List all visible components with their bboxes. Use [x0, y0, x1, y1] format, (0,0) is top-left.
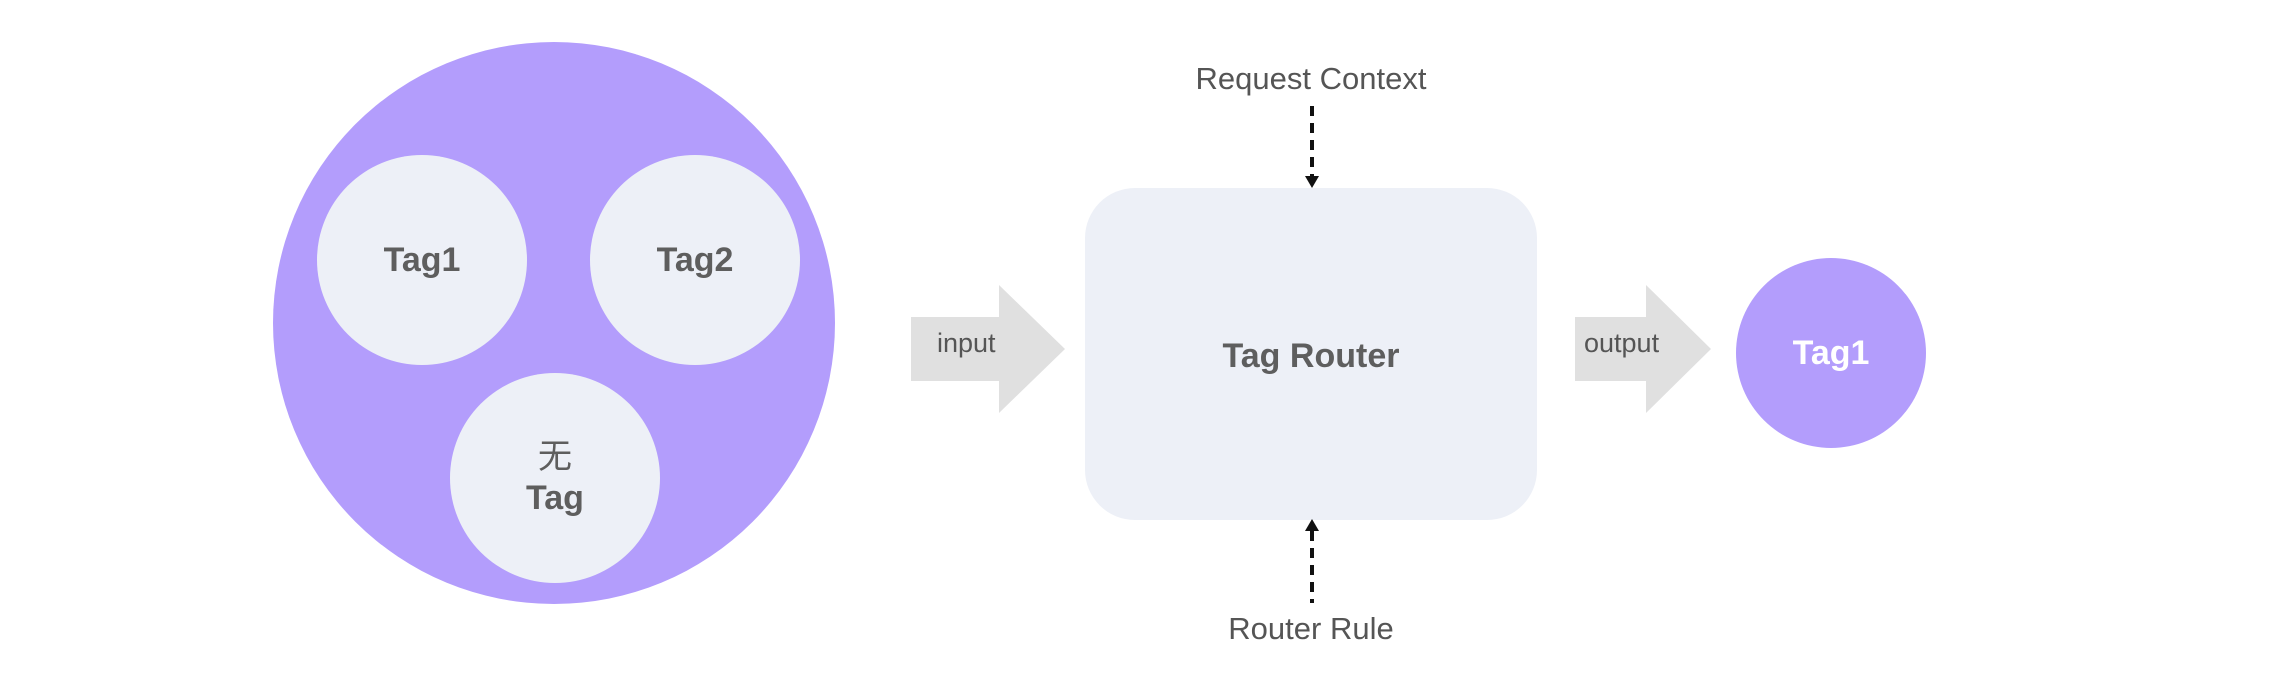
- output-arrow-label: output: [1584, 328, 1660, 358]
- no-tag-circle: 无 Tag: [450, 373, 660, 583]
- input-arrow-label: input: [937, 328, 996, 358]
- output-arrow: output: [1575, 285, 1711, 413]
- no-tag-label-line2: Tag: [526, 479, 584, 517]
- request-context-dashed-arrow: [1305, 106, 1319, 188]
- tag-router-box: Tag Router: [1085, 188, 1537, 520]
- tag2-circle: Tag2: [590, 155, 800, 365]
- tag1-label: Tag1: [383, 240, 461, 279]
- input-arrow: input: [911, 285, 1065, 413]
- router-rule-dashed-arrow: [1305, 519, 1319, 603]
- output-arrow-polygon: [1575, 285, 1711, 413]
- output-tag1-circle: Tag1: [1736, 258, 1926, 448]
- tag-router-title: Tag Router: [1222, 336, 1400, 375]
- no-tag-label-line1: 无: [538, 438, 572, 477]
- input-arrow-shape: [911, 285, 1065, 413]
- output-arrow-shape: [1575, 285, 1711, 413]
- input-arrow-polygon: [911, 285, 1065, 413]
- output-tag1-label: Tag1: [1792, 333, 1870, 372]
- router-rule-label: Router Rule: [1228, 611, 1394, 646]
- request-context-label: Request Context: [1195, 61, 1427, 96]
- tag1-circle: Tag1: [317, 155, 527, 365]
- tag2-label: Tag2: [656, 240, 734, 279]
